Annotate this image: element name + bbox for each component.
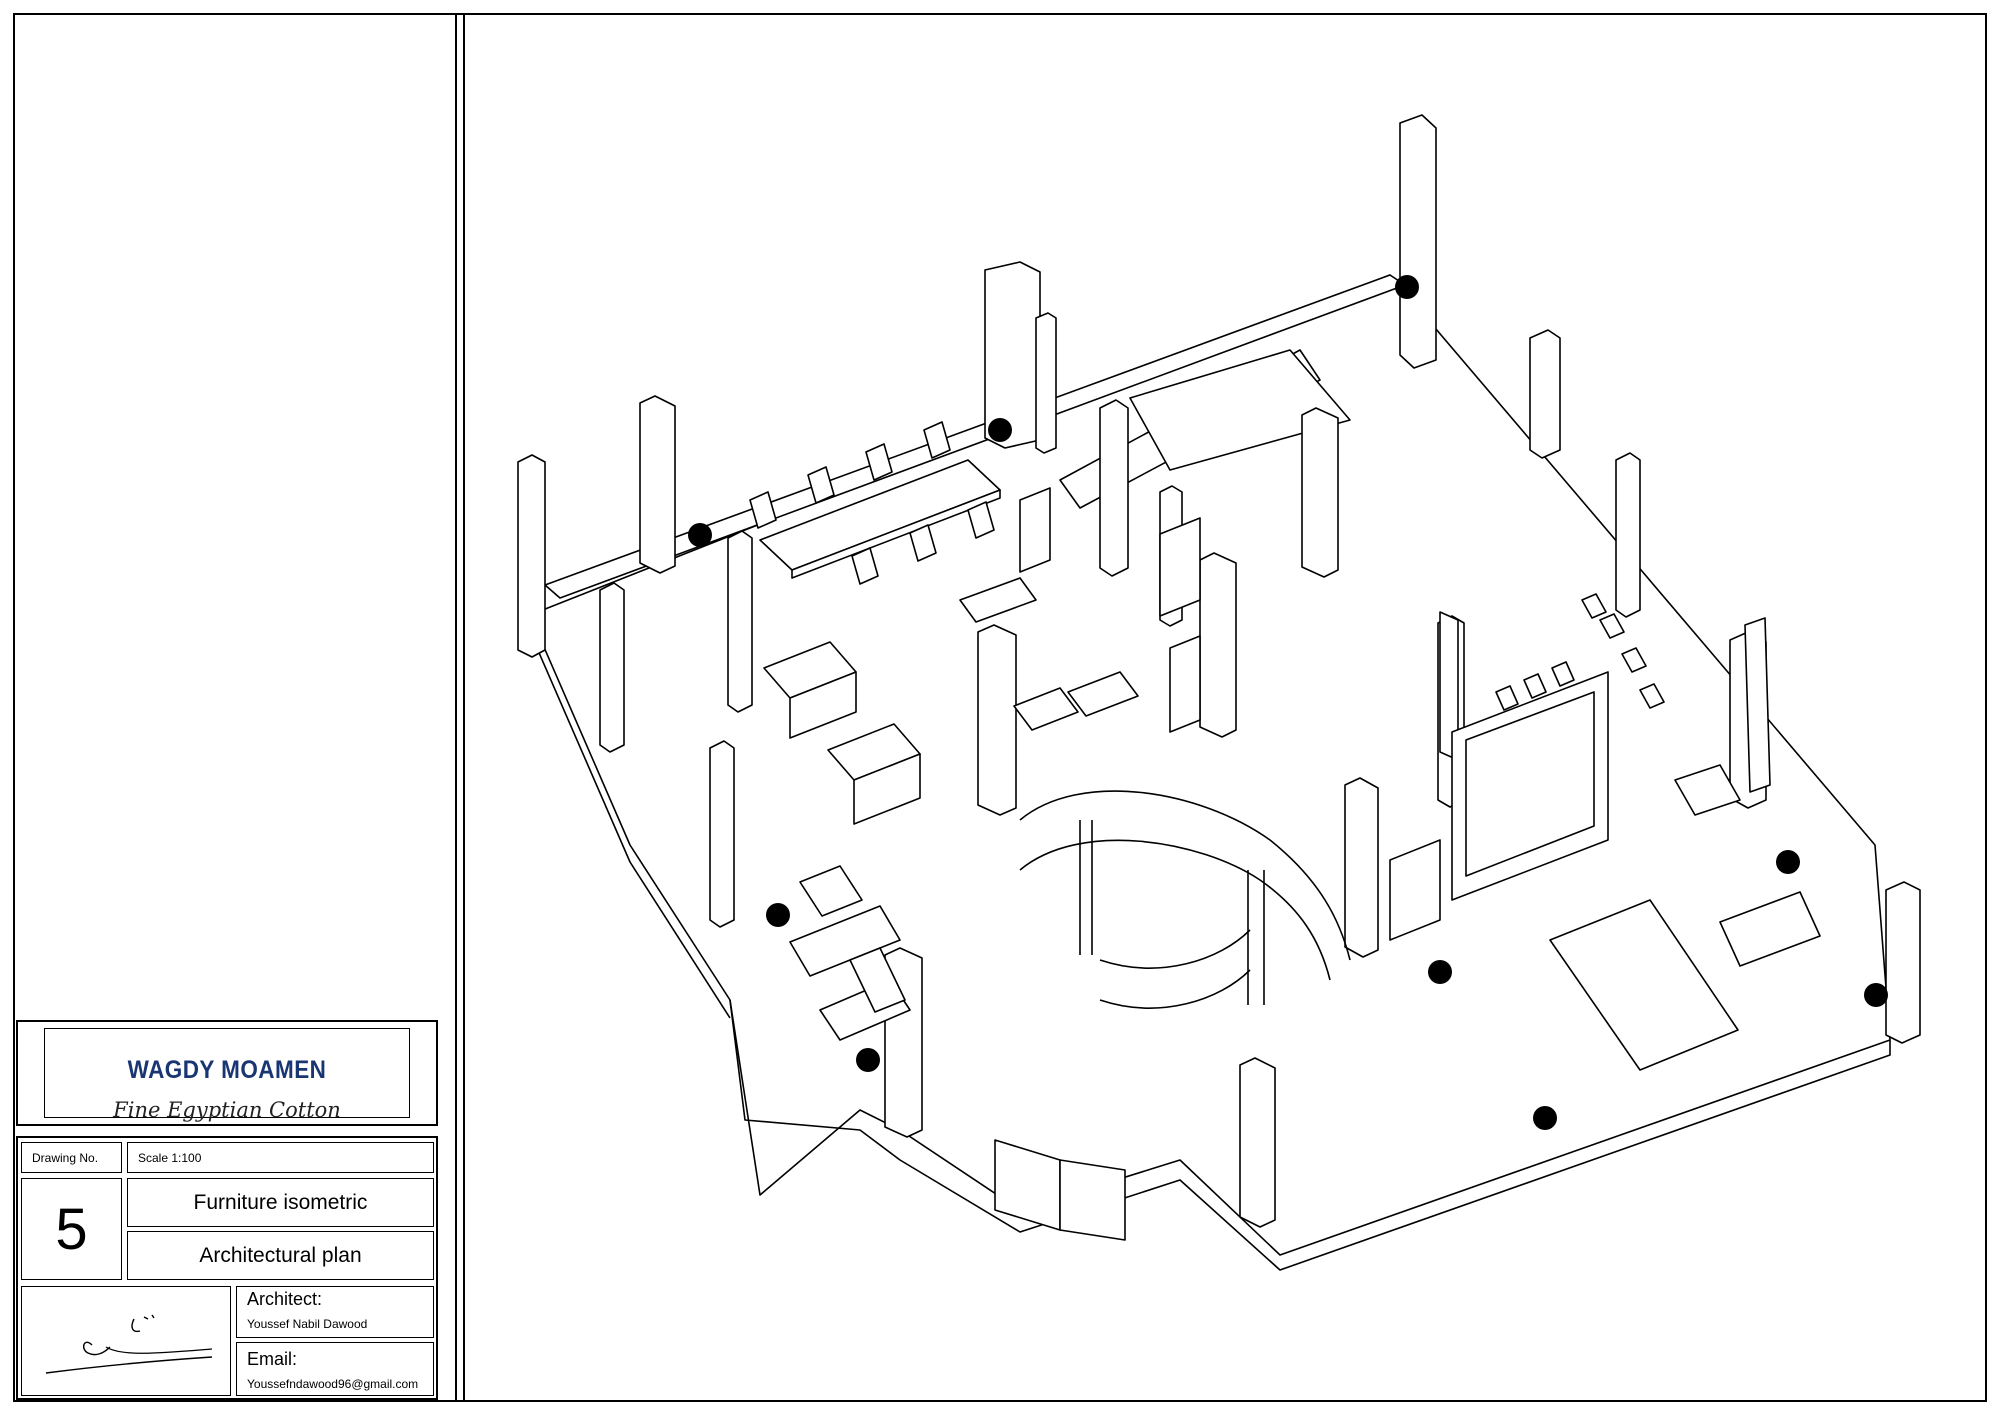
email-label: Email: (247, 1349, 298, 1369)
reception-area (1451, 671, 1821, 1071)
scale-label: Scale 1:100 (127, 1142, 434, 1173)
logo-inner-frame (44, 1028, 410, 1118)
signature-box (21, 1286, 231, 1396)
floor-slab-edge (729, 999, 1891, 1271)
staircase (1019, 790, 1351, 1009)
doors (994, 487, 1441, 1241)
email-value: Youssefndawood96@gmail.com (247, 1377, 419, 1391)
title-block-frame (16, 1136, 438, 1400)
drawing-number: 5 (21, 1178, 122, 1280)
meeting-table (759, 459, 1001, 579)
sheet-border (13, 13, 1987, 1402)
logo-box: WAGDY MOAMEN Fine Egyptian Cotton (16, 1020, 438, 1126)
architect-box: Architect: Youssef Nabil Dawood (236, 1286, 434, 1338)
workstations (763, 577, 1139, 825)
restroom-fixtures (1495, 593, 1665, 711)
email-box: Email: Youssefndawood96@gmail.com (236, 1342, 434, 1396)
architect-label: Architect: (247, 1289, 323, 1309)
isometric-plan (517, 114, 1921, 1271)
lounge-furniture (789, 865, 911, 1041)
signature-mark (45, 1314, 213, 1374)
title-line-2: Architectural plan (127, 1231, 434, 1280)
brand-name: WAGDY MOAMEN (127, 1056, 327, 1084)
drawing-no-label: Drawing No. (21, 1142, 122, 1173)
architect-name: Youssef Nabil Dawood (247, 1317, 368, 1331)
column-divider (455, 13, 465, 1402)
brand-tagline: Fine Egyptian Cotton (113, 1098, 341, 1122)
meeting-chairs (749, 421, 995, 585)
plants (688, 275, 1888, 1130)
title-line-1: Furniture isometric (127, 1178, 434, 1227)
